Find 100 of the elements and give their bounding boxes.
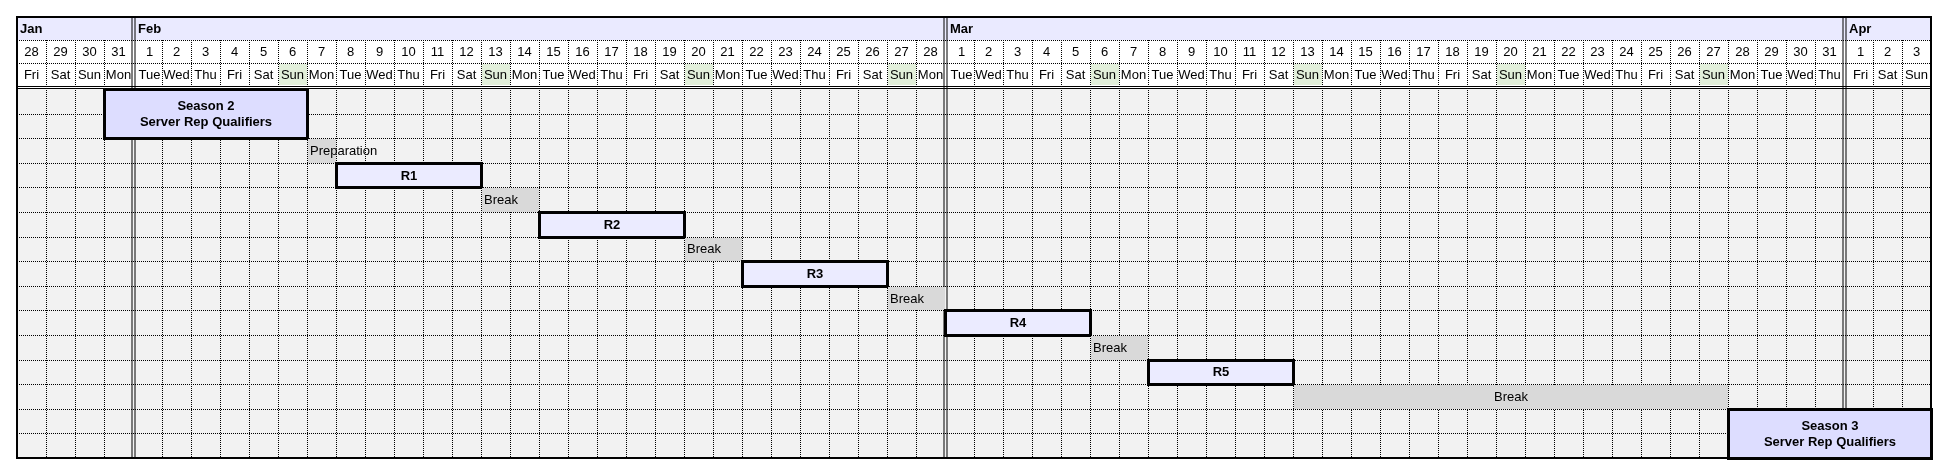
weekday-label: Thu	[194, 67, 217, 82]
weekday-label: Sun	[1701, 67, 1726, 82]
weekday-label: Wed	[366, 67, 393, 82]
weekday-label: Thu	[600, 67, 623, 82]
weekday-label: Sat	[1065, 67, 1086, 82]
date-label: 23	[778, 44, 793, 59]
weekday-label: Fri	[226, 67, 243, 82]
date-label: 31	[1822, 44, 1837, 59]
date-label: 2	[984, 44, 993, 59]
weekday-label: Tue	[950, 67, 973, 82]
weekday-label: Fri	[1241, 67, 1258, 82]
weekday-label: Fri	[1444, 67, 1461, 82]
date-label: 24	[807, 44, 822, 59]
date-label: 6	[288, 44, 297, 59]
date-label: 7	[317, 44, 326, 59]
round-bar	[538, 211, 686, 239]
bar-label: Break	[890, 290, 924, 307]
date-label: 20	[691, 44, 706, 59]
bar-label: Preparation	[310, 143, 378, 159]
weekday-label: Sat	[456, 67, 477, 82]
weekday-label: Mon	[1323, 67, 1350, 82]
weekday-label: Sat	[253, 67, 274, 82]
weekday-label: Sat	[659, 67, 680, 82]
weekday-label: Sun	[686, 67, 711, 82]
weekday-label: Sun	[889, 67, 914, 82]
date-label: 31	[111, 44, 126, 59]
weekday-label: Mon	[105, 67, 132, 82]
weekday-label: Thu	[1006, 67, 1029, 82]
weekday-label: Tue	[542, 67, 565, 82]
date-label: 29	[53, 44, 68, 59]
weekday-label: Tue	[1557, 67, 1580, 82]
date-label: 1	[145, 44, 154, 59]
weekday-label: Wed	[569, 67, 596, 82]
date-label: 18	[633, 44, 648, 59]
weekday-label: Fri	[1038, 67, 1055, 82]
date-label: 3	[1013, 44, 1022, 59]
bar-label: R2	[603, 216, 621, 233]
date-label: 13	[488, 44, 503, 59]
round-bar	[1147, 358, 1295, 387]
date-label: 22	[749, 44, 764, 59]
weekday-label: Tue	[138, 67, 161, 82]
date-label: 27	[1706, 44, 1721, 59]
bar-label: Season 3	[1801, 417, 1859, 434]
date-label: 28	[923, 44, 938, 59]
weekday-label: Sat	[1674, 67, 1695, 82]
date-label: 6	[1100, 44, 1109, 59]
date-label: 14	[1329, 44, 1344, 59]
weekday-label: Sat	[50, 67, 71, 82]
weekday-label: Sat	[862, 67, 883, 82]
date-label: 11	[1242, 44, 1257, 59]
date-label: 4	[230, 44, 239, 59]
weekday-label: Fri	[23, 67, 40, 82]
date-label: 16	[1387, 44, 1402, 59]
date-label: 2	[172, 44, 181, 59]
weekday-label: Thu	[1615, 67, 1638, 82]
break-bar	[1091, 336, 1148, 360]
weekday-label: Wed	[1178, 67, 1205, 82]
date-label: 30	[82, 44, 97, 59]
date-label: 8	[1158, 44, 1167, 59]
date-label: 19	[1474, 44, 1489, 59]
weekday-label: Mon	[917, 67, 944, 82]
date-label: 26	[865, 44, 880, 59]
weekday-label: Sat	[1268, 67, 1289, 82]
weekday-label: Sat	[1471, 67, 1492, 82]
date-label: 9	[375, 44, 384, 59]
bar-label: Season 2	[177, 98, 235, 115]
weekday-label: Tue	[339, 67, 362, 82]
date-label: 24	[1619, 44, 1634, 59]
weekday-label: Sun	[1295, 67, 1320, 82]
date-label: 2	[1883, 44, 1892, 59]
date-label: 27	[894, 44, 909, 59]
bar-label: Break	[1093, 339, 1127, 356]
date-label: 19	[662, 44, 677, 59]
date-label: 9	[1187, 44, 1196, 59]
bar-label: R4	[1009, 315, 1027, 332]
weekday-label: Wed	[975, 67, 1002, 82]
date-label: 16	[575, 44, 590, 59]
month-label: Apr	[1849, 21, 1872, 36]
date-label: 23	[1590, 44, 1605, 59]
weekday-label: Fri	[1852, 67, 1869, 82]
season-bar	[103, 88, 309, 141]
weekday-label: Mon	[1526, 67, 1553, 82]
date-label: 26	[1677, 44, 1692, 59]
weekday-label: Thu	[397, 67, 420, 82]
weekday-label: Thu	[1209, 67, 1232, 82]
date-label: 28	[24, 44, 39, 59]
date-label: 15	[1358, 44, 1373, 59]
weekday-label: Wed	[772, 67, 799, 82]
date-label: 1	[957, 44, 966, 59]
weekday-label: Sun	[280, 67, 305, 82]
date-label: 5	[1071, 44, 1080, 59]
weekday-label: Sun	[1092, 67, 1117, 82]
date-label: 11	[430, 44, 445, 59]
bar-label: Server Rep Qualifiers	[139, 114, 273, 131]
round-bar	[335, 161, 483, 190]
date-label: 1	[1856, 44, 1865, 59]
weekday-label: Sun	[1498, 67, 1523, 82]
weekday-label: Wed	[1787, 67, 1814, 82]
date-label: 30	[1793, 44, 1808, 59]
date-label: 15	[546, 44, 561, 59]
